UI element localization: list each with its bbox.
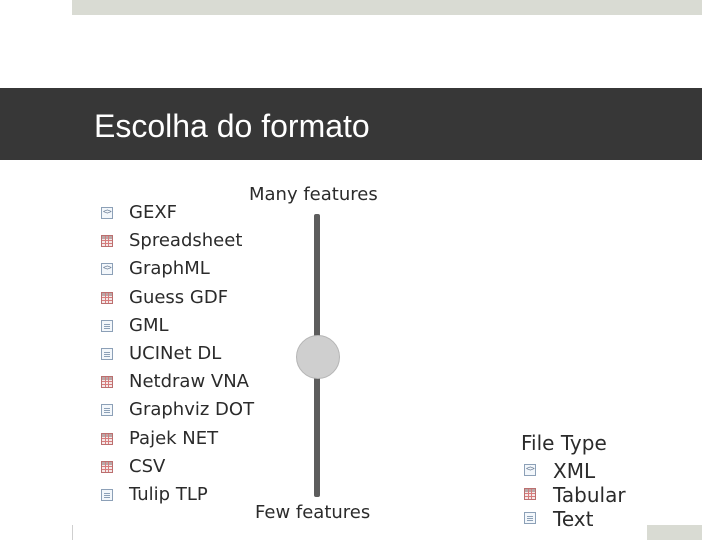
format-label: Spreadsheet [129,230,243,252]
table-file-icon [101,235,113,248]
text-file-icon [101,488,113,501]
text-file-icon [101,404,113,417]
table-file-icon [101,376,113,389]
legend-label: Tabular [553,483,626,507]
text-file-icon [101,319,113,332]
bottom-accent-band [647,525,702,540]
legend-label: XML [553,459,596,483]
left-divider-line [72,525,73,540]
text-file-icon [524,512,536,524]
text-file-icon [101,347,113,360]
format-label: Guess GDF [129,286,229,308]
scale-bottom-label: Few features [255,502,371,523]
format-label: GML [129,314,169,336]
page-title: Escolha do formato [94,108,370,144]
table-file-icon [101,432,113,445]
title-bar [0,88,702,160]
legend-label: Text [553,507,594,531]
top-accent-band [72,0,702,15]
format-label: CSV [129,455,166,477]
xml-file-icon [524,464,536,476]
xml-file-icon [101,263,113,276]
table-file-icon [101,460,113,473]
table-file-icon [101,291,113,304]
format-label: GEXF [129,202,178,223]
format-label: GraphML [129,258,210,280]
feature-scale-thumb[interactable] [296,335,340,379]
format-label: Pajek NET [129,427,219,449]
legend-title: File Type [521,431,607,455]
format-label: Tulip TLP [129,483,208,505]
format-label: UCINet DL [129,342,222,364]
format-label: Netdraw VNA [129,371,249,393]
scale-top-label: Many features [249,184,378,205]
format-label: Graphviz DOT [129,399,255,421]
table-file-icon [524,488,536,500]
xml-file-icon [101,207,113,219]
